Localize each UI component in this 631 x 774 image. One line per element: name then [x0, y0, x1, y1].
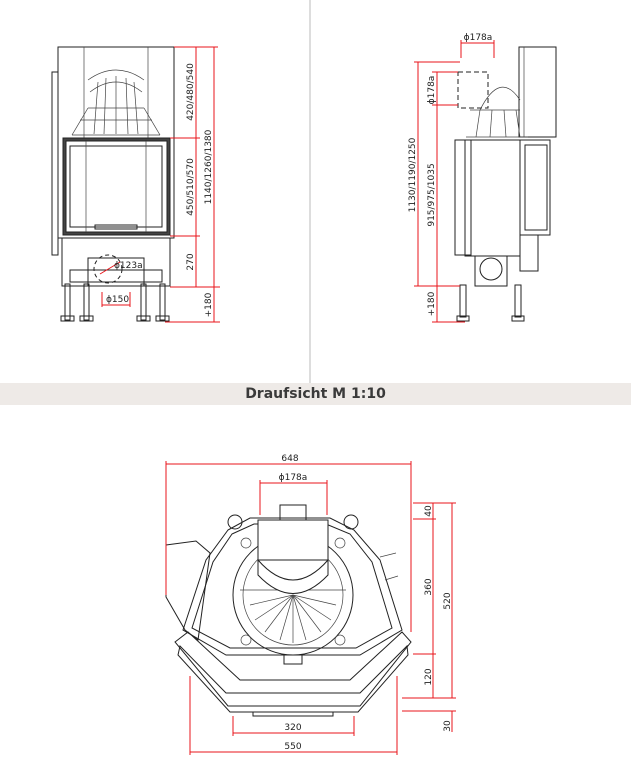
side-dome [466, 86, 528, 138]
dim-flue-diameter-side: ϕ178a [427, 76, 437, 105]
dim-total-height: 1140/1260/1380 [204, 129, 214, 204]
dim-overall-width: 648 [281, 454, 298, 464]
dim-outlet-width: ϕ150 [106, 295, 129, 305]
top-view: 648 ϕ178a 40 360 520 120 30 320 550 [165, 454, 456, 755]
burner-rays [240, 589, 346, 643]
dim-side-total-height: 1130/1190/1250 [408, 137, 418, 212]
legs [60, 283, 170, 322]
dim-side-body-height: 915/975/1035 [427, 163, 437, 226]
front-dimension-lines [99, 46, 220, 323]
dim-depth-120: 120 [424, 668, 434, 685]
section-title: Draufsicht M 1:10 [245, 386, 386, 402]
dim-depth-40: 40 [424, 505, 434, 517]
top-dimension-lines [165, 461, 456, 755]
dim-flue-diameter-top: ϕ178a [464, 33, 493, 43]
dim-door-height: 450/510/570 [186, 158, 196, 216]
dim-leg-extension: +180 [204, 292, 214, 317]
dim-depth-360: 360 [424, 578, 434, 595]
burner-dome [71, 69, 161, 136]
dim-top-flue-diameter: ϕ178a [279, 473, 308, 483]
dim-outlet-diameter: ϕ123a [114, 261, 143, 271]
dim-front-320: 320 [284, 723, 301, 733]
side-view: ϕ178a ϕ178a 1130/1190/1250 915/975/1035 … [408, 33, 557, 323]
dim-depth-30: 30 [443, 720, 453, 732]
dim-depth-520: 520 [443, 592, 453, 609]
dim-hood-height: 420/480/540 [186, 63, 196, 121]
side-dimension-lines [414, 40, 495, 323]
dim-front-550: 550 [284, 742, 301, 752]
front-view: 420/480/540 450/510/570 1140/1260/1380 2… [51, 46, 220, 323]
dim-base-height: 270 [186, 253, 196, 270]
section-header-band: Draufsicht M 1:10 [0, 383, 631, 405]
dim-side-leg-extension: +180 [427, 291, 437, 316]
